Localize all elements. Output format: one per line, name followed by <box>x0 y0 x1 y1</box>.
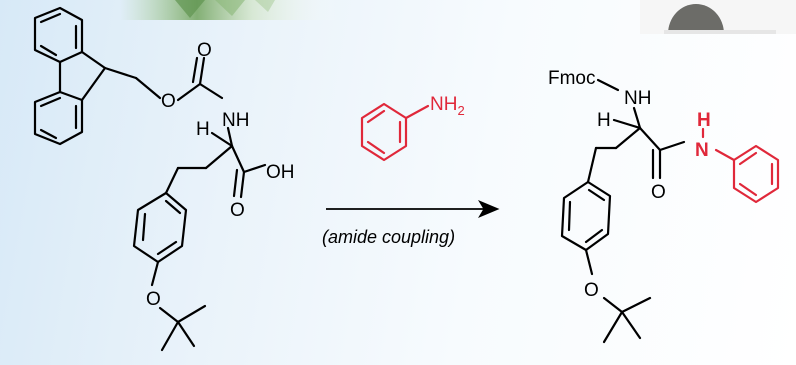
reaction-condition-label: (amide coupling) <box>322 227 455 247</box>
reactant-structure: O O NH H OH O O <box>33 6 295 352</box>
reaction-arrow: (amide coupling) <box>322 200 500 247</box>
amide-hydrogen-label: H <box>697 110 711 131</box>
plant-photo-strip <box>120 0 340 20</box>
aniline-reagent: NH2 <box>360 94 465 162</box>
product-ether-oxygen-label: O <box>584 280 599 301</box>
ether-oxygen-label: O <box>146 289 161 310</box>
product-structure: Fmoc NH H O H N O <box>548 68 780 344</box>
product-amide-oxygen-label: O <box>651 182 666 203</box>
product-alpha-hydrogen-label: H <box>597 110 611 131</box>
amine-nh-label: NH <box>222 110 249 131</box>
amine-group-label: NH2 <box>430 94 465 118</box>
ester-oxygen-label: O <box>161 91 176 112</box>
carboxyl-oxygen-label: O <box>230 200 245 221</box>
fmoc-label: Fmoc <box>548 68 596 89</box>
amide-nitrogen-label: N <box>695 140 709 161</box>
product-nh-label: NH <box>624 88 651 109</box>
alpha-hydrogen-label: H <box>196 119 210 140</box>
gray-circle-photo <box>640 0 796 34</box>
carboxyl-oh-label: OH <box>266 162 295 183</box>
carbonyl-oxygen-label: O <box>197 40 212 61</box>
